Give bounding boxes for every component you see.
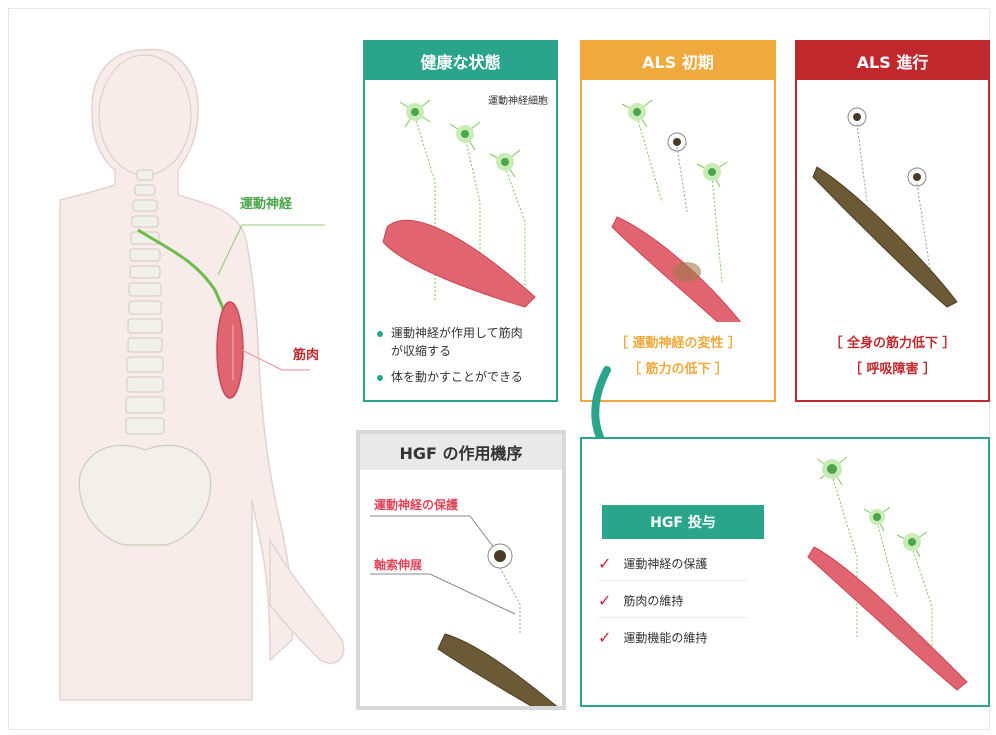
- panel-healthy: 健康な状態 運動神経細胞 運動神経が作用して筋肉 が収縮する 体を動かすことがで…: [363, 40, 558, 402]
- healthy-muscle: [383, 220, 535, 307]
- advanced-line-2: ［ 呼吸障害 ］: [797, 358, 988, 377]
- hgf-dose-illustration: [802, 447, 982, 697]
- panel-healthy-title: 健康な状態: [365, 42, 556, 80]
- body-silhouette: [60, 49, 293, 700]
- pelvis: [79, 445, 210, 545]
- panel-hgf-dose: HGF 投与 ✓運動神経の保護 ✓筋肉の維持 ✓運動機能の維持: [580, 437, 990, 707]
- healthy-bullet-1-cont: が収縮する: [391, 342, 451, 360]
- human-body-illustration: [20, 20, 350, 710]
- panel-als-advanced: ALS 進行 ［ 全身の筋力低下 ］ ［ 呼吸障害 ］: [795, 40, 990, 402]
- panel-hgf-mechanism-title: HGF の作用機序: [360, 434, 562, 470]
- als-early-illustration: [592, 92, 767, 322]
- advanced-line-1: ［ 全身の筋力低下 ］: [797, 332, 988, 351]
- arm-muscle: [217, 302, 243, 398]
- panel-als-advanced-title: ALS 進行: [797, 42, 988, 80]
- check-icon: ✓: [598, 591, 611, 610]
- panel-als-early-title: ALS 初期: [582, 42, 774, 80]
- restored-muscle: [808, 547, 967, 690]
- check-icon: ✓: [598, 554, 611, 573]
- hgf-effect-3: ✓運動機能の維持: [598, 620, 748, 654]
- hgf-effect-2: ✓筋肉の維持: [598, 583, 748, 618]
- panel-als-early: ALS 初期 ［ 運動神経の変性 ］ ［ 筋力の低下 ］: [580, 40, 776, 402]
- early-line-1: ［ 運動神経の変性 ］: [582, 332, 774, 351]
- muscle-label: 筋肉: [293, 344, 319, 363]
- check-icon: ✓: [598, 628, 611, 647]
- healthy-bullet-2: 体を動かすことができる: [391, 370, 523, 384]
- als-advanced-illustration: [807, 92, 982, 322]
- hgf-mechanism-illustration: [360, 474, 562, 706]
- atrophied-muscle: [813, 167, 957, 307]
- hgf-dose-title: HGF 投与: [602, 505, 764, 539]
- healthy-illustration: [375, 92, 550, 322]
- hgf-muscle: [438, 634, 560, 706]
- healthy-bullet-1: 運動神経が作用して筋肉: [391, 326, 523, 340]
- hgf-effect-1: ✓運動神経の保護: [598, 546, 748, 581]
- panel-hgf-mechanism: HGF の作用機序 運動神経の保護 軸索伸展: [356, 430, 566, 710]
- nerve-label: 運動神経: [240, 193, 292, 212]
